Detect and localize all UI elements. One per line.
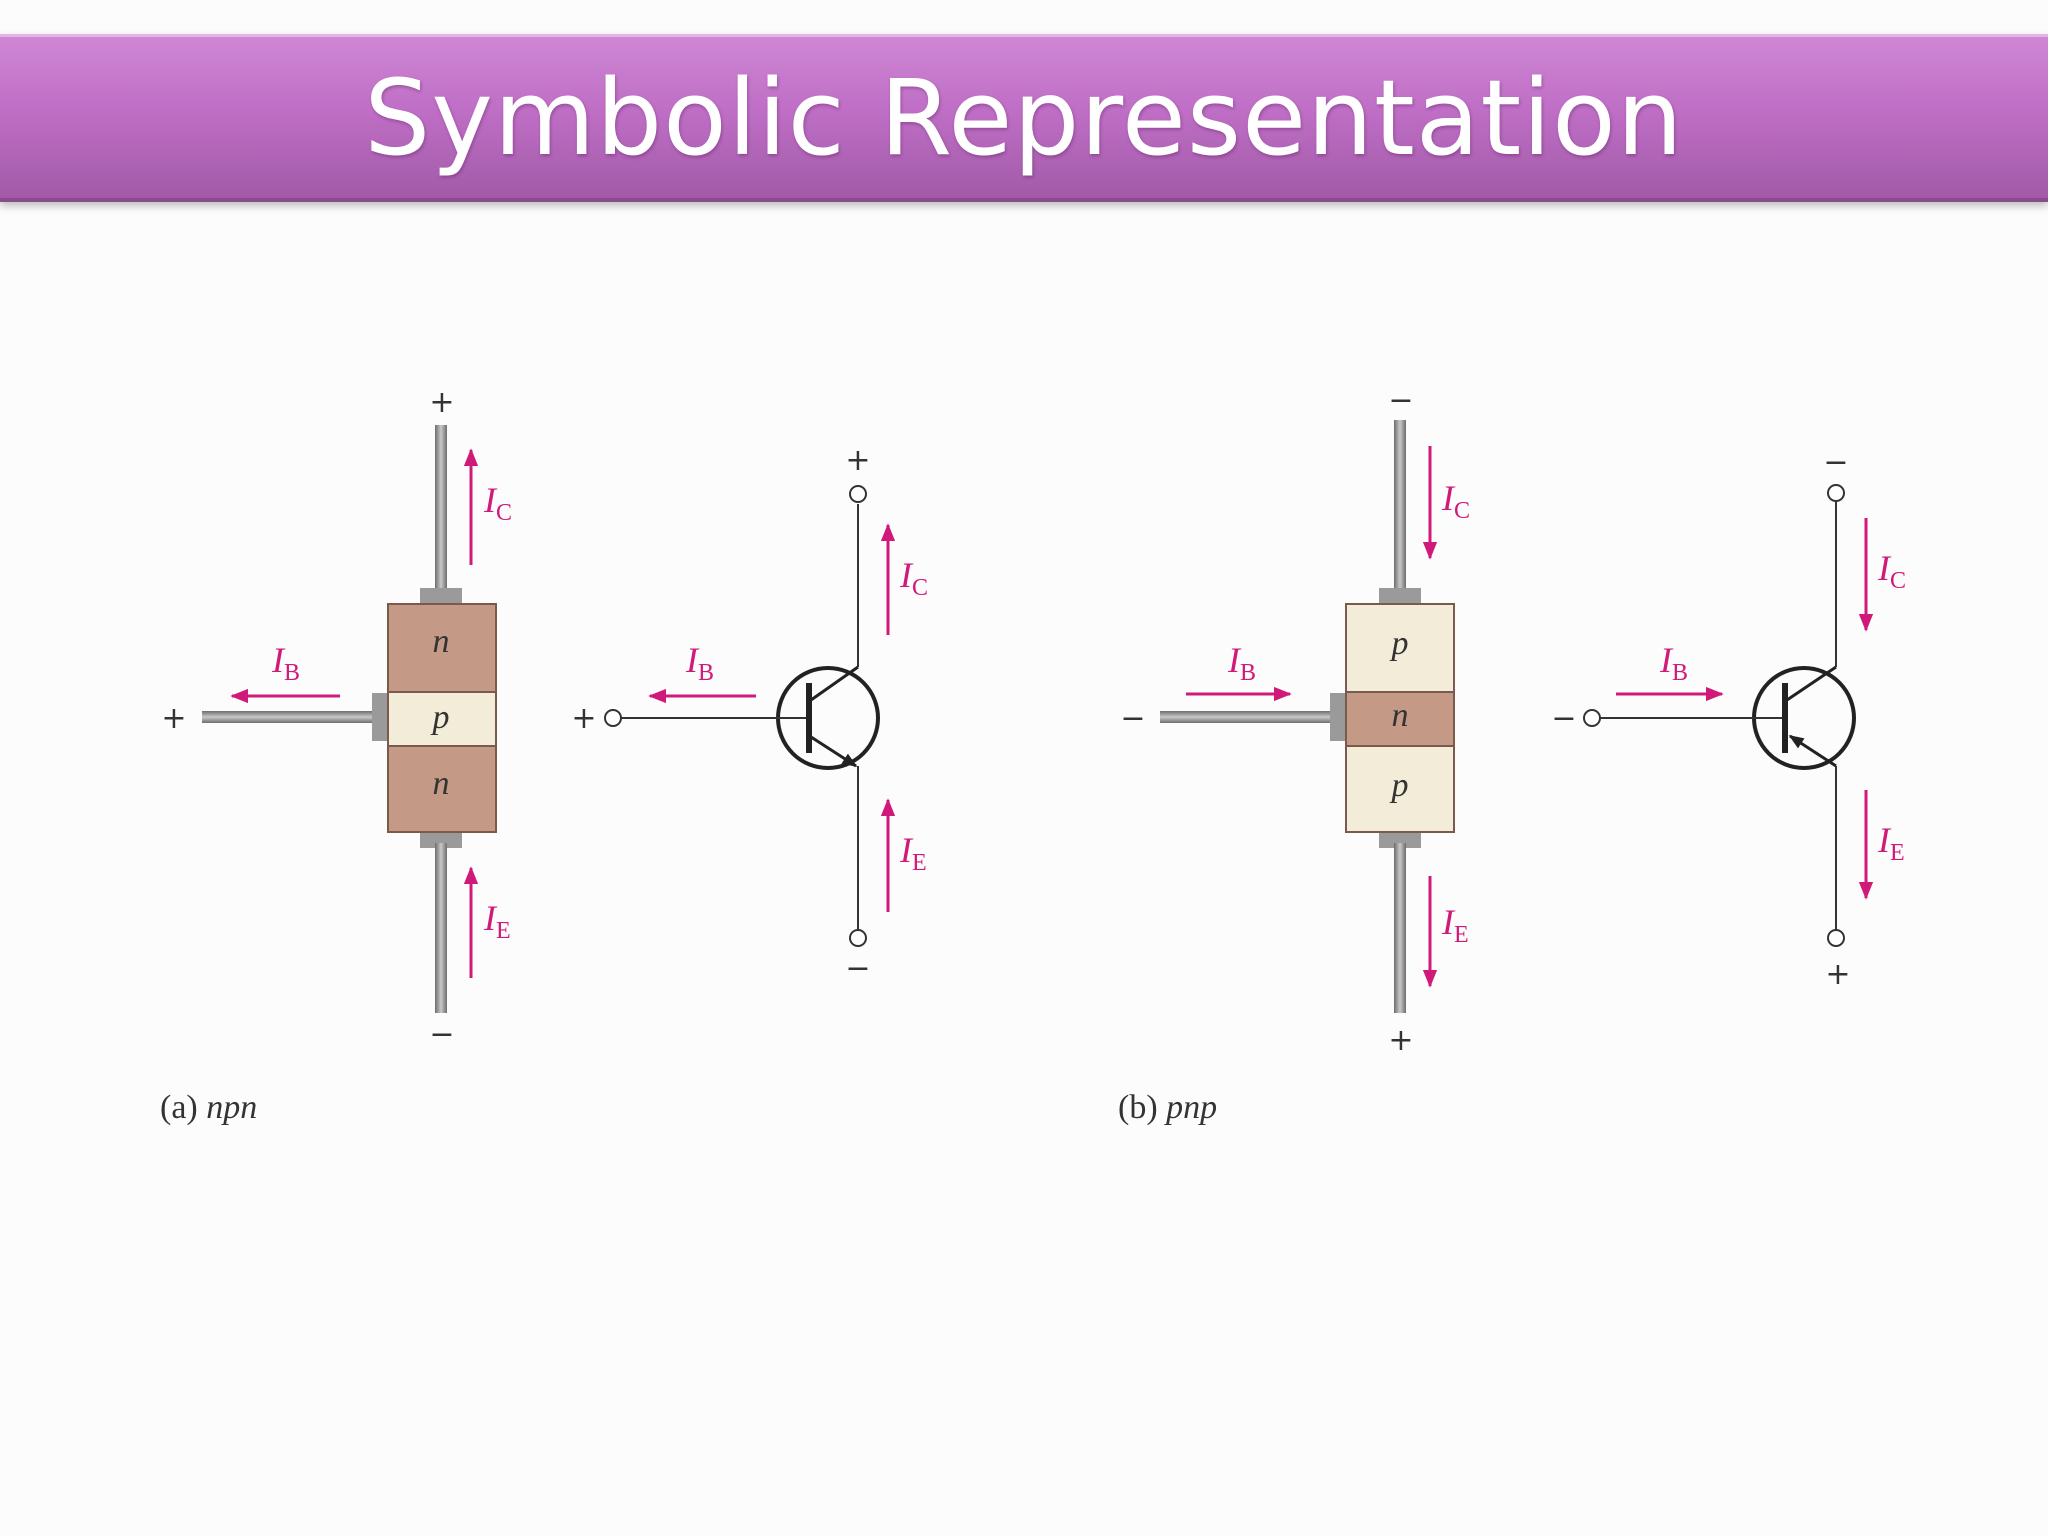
npn-emitter-sign: − — [429, 1017, 454, 1052]
npn-layer-mid — [387, 691, 497, 747]
pnp-symbol-emitter-sign: + — [1825, 957, 1850, 992]
pnp-ie-label: IE — [1441, 902, 1469, 948]
pnp-emitter-lead — [1394, 843, 1406, 1013]
pnp-ib-label: IB — [1227, 640, 1256, 686]
npn-ic-label: IC — [483, 480, 512, 526]
npn-symbol-ib-label: IB — [685, 640, 714, 686]
npn-base-cap — [372, 693, 390, 741]
pnp-layer-top-label: p — [1390, 625, 1409, 662]
npn-symbol-base-terminal — [604, 709, 622, 727]
pnp-layer-bot-label: p — [1390, 767, 1409, 804]
npn-emitter-lead — [435, 843, 447, 1013]
npn-layer-mid-label: p — [431, 699, 450, 736]
pnp-symbol: − − + IC IB IE — [1551, 445, 1906, 992]
pnp-symbol-collector-terminal — [1827, 484, 1845, 502]
slide-title: Symbolic Representation — [364, 56, 1684, 179]
npn-symbol-emitter-leg — [810, 735, 858, 768]
pnp-base-sign: − — [1120, 701, 1145, 736]
pnp-base-cap — [1330, 693, 1348, 741]
npn-symbol-emitter-sign: − — [845, 951, 870, 986]
pnp-symbol-collector-sign: − — [1823, 445, 1848, 480]
npn-emitter-cap — [420, 832, 462, 848]
npn-symbol: + + − IC IB IE — [571, 443, 928, 986]
pnp-symbol-base-sign: − — [1551, 701, 1576, 736]
npn-layer-bot — [387, 745, 497, 833]
title-bar: Symbolic Representation — [0, 34, 2048, 202]
pnp-symbol-ie-label: IE — [1877, 820, 1905, 866]
npn-base-lead — [202, 711, 377, 723]
pnp-layer-mid — [1345, 691, 1455, 747]
npn-symbol-emitter-terminal — [849, 929, 867, 947]
npn-ie-label: IE — [483, 898, 511, 944]
npn-collector-sign: + — [429, 385, 454, 420]
pnp-symbol-emitter-leg — [1788, 734, 1837, 768]
npn-diagram: n p n + + − IC IB IE + — [160, 385, 928, 1126]
pnp-collector-sign: − — [1388, 383, 1413, 418]
npn-physical: n p n + + − IC IB IE — [161, 385, 512, 1052]
pnp-symbol-collector-leg — [1786, 665, 1837, 702]
npn-symbol-ie-label: IE — [899, 830, 927, 876]
npn-ib-label: IB — [271, 640, 300, 686]
npn-collector-lead — [435, 425, 447, 593]
npn-layer-top-label: n — [433, 623, 450, 660]
pnp-base-lead — [1160, 711, 1335, 723]
npn-symbol-ic-label: IC — [899, 555, 928, 601]
npn-symbol-collector-terminal — [849, 485, 867, 503]
npn-symbol-collector-sign: + — [845, 443, 870, 478]
pnp-emitter-cap — [1379, 832, 1421, 848]
pnp-symbol-emitter-terminal — [1827, 929, 1845, 947]
npn-collector-cap — [420, 588, 462, 604]
pnp-symbol-ib-label: IB — [1659, 640, 1688, 686]
pnp-symbol-base-terminal — [1583, 709, 1601, 727]
pnp-collector-cap — [1379, 588, 1421, 604]
npn-symbol-collector-leg — [810, 665, 859, 702]
pnp-ic-label: IC — [1441, 478, 1470, 524]
pnp-physical: p n p − − + IC IB IE — [1120, 383, 1470, 1058]
pnp-layer-bot — [1345, 745, 1455, 833]
pnp-collector-lead — [1394, 420, 1406, 592]
pnp-diagram: p n p − − + IC IB IE − − + — [1118, 383, 1906, 1126]
pnp-layer-mid-label: n — [1392, 697, 1409, 734]
npn-symbol-base-sign: + — [571, 701, 596, 736]
pnp-caption: (b) pnp — [1118, 1089, 1217, 1126]
npn-base-sign: + — [161, 701, 186, 736]
npn-layer-top — [387, 603, 497, 693]
pnp-layer-top — [1345, 603, 1455, 693]
pnp-symbol-ic-label: IC — [1877, 548, 1906, 594]
npn-caption: (a) npn — [160, 1089, 257, 1126]
pnp-emitter-sign: + — [1388, 1023, 1413, 1058]
npn-layer-bot-label: n — [433, 765, 450, 802]
